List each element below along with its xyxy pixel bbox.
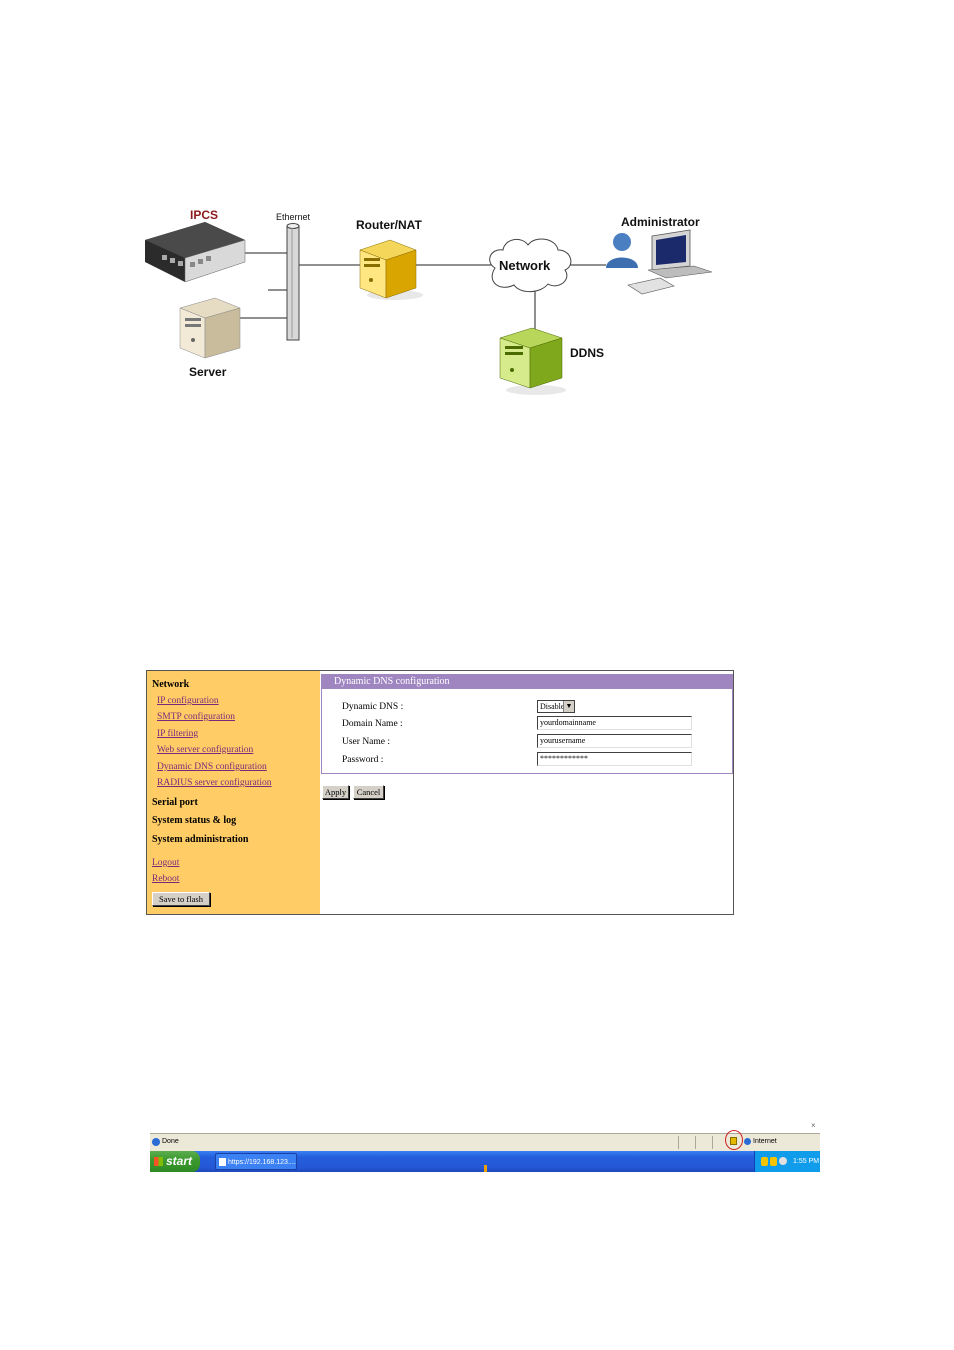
sidebar-heading-serial-port[interactable]: Serial port <box>152 797 198 808</box>
ipcs-label: IPCS <box>190 208 218 222</box>
save-to-flash-button[interactable]: Save to flash <box>152 892 210 906</box>
status-text: Done <box>162 1138 179 1145</box>
sidebar-link-ip-filtering[interactable]: IP filtering <box>157 729 198 739</box>
user-name-label: User Name : <box>342 737 390 747</box>
user-name-input[interactable]: yourusername <box>537 734 692 748</box>
security-shield-icon[interactable] <box>761 1157 768 1166</box>
administrator-icon <box>606 230 712 294</box>
sidebar-link-smtp-configuration[interactable]: SMTP configuration <box>157 712 235 722</box>
server-label: Server <box>189 365 226 379</box>
dynamic-dns-label: Dynamic DNS : <box>342 702 403 712</box>
cancel-button[interactable]: Cancel <box>353 785 384 799</box>
network-diagram: IPCS Ethernet Router/NAT Network Adminis… <box>0 0 954 420</box>
windows-logo-icon <box>154 1157 163 1166</box>
sidebar: Network IP configuration SMTP configurat… <box>147 671 320 914</box>
taskbar-marker <box>484 1165 487 1172</box>
diagram-graphics <box>0 0 954 420</box>
ddns-server-icon <box>500 328 566 395</box>
password-input[interactable]: ************ <box>537 752 692 766</box>
system-tray: 1:55 PM <box>754 1151 820 1172</box>
status-divider <box>695 1136 696 1149</box>
chevron-down-icon[interactable]: ▼ <box>563 701 574 712</box>
taskbar-window-button[interactable]: https://192.168.123.... <box>215 1153 297 1170</box>
ie-window-icon <box>219 1158 226 1166</box>
sidebar-heading-system-administration[interactable]: System administration <box>152 834 248 845</box>
sidebar-link-web-server-configuration[interactable]: Web server configuration <box>157 745 253 755</box>
domain-name-label: Domain Name : <box>342 719 403 729</box>
taskbar-window-label: https://192.168.123.... <box>228 1159 296 1166</box>
logout-link[interactable]: Logout <box>152 858 179 868</box>
password-label: Password : <box>342 755 383 765</box>
network-tray-icon[interactable] <box>779 1157 787 1165</box>
ddns-label: DDNS <box>570 346 604 360</box>
sidebar-link-radius-server-configuration[interactable]: RADIUS server configuration <box>157 778 272 788</box>
router-icon <box>360 240 423 300</box>
ethernet-bus-icon <box>287 224 299 341</box>
apply-button[interactable]: Apply <box>322 785 349 799</box>
domain-name-input[interactable]: yourdomainname <box>537 716 692 730</box>
reboot-link[interactable]: Reboot <box>152 874 179 884</box>
status-divider <box>712 1136 713 1149</box>
zone-text: Internet <box>753 1138 777 1145</box>
ddns-config-panel: Dynamic DNS configuration Dynamic DNS : … <box>321 674 733 774</box>
status-divider <box>678 1136 679 1149</box>
ethernet-label: Ethernet <box>276 212 310 222</box>
dynamic-dns-select-value: Disable <box>540 702 564 711</box>
ie-page-icon <box>152 1138 160 1146</box>
sidebar-heading-system-status[interactable]: System status & log <box>152 815 236 826</box>
administrator-label: Administrator <box>621 215 700 229</box>
ipcs-device-icon <box>145 222 245 282</box>
lock-icon[interactable] <box>730 1137 737 1145</box>
taskbar: start https://192.168.123.... 1:55 PM <box>150 1151 820 1172</box>
sidebar-heading-network[interactable]: Network <box>152 679 189 690</box>
router-label: Router/NAT <box>356 218 422 232</box>
security-shield-icon[interactable] <box>770 1157 777 1166</box>
browser-status-bar: Done Internet <box>150 1133 820 1151</box>
network-label: Network <box>499 258 550 273</box>
start-label: start <box>166 1154 192 1168</box>
sidebar-link-ip-configuration[interactable]: IP configuration <box>157 696 219 706</box>
resize-grip-icon[interactable]: × <box>811 1121 816 1130</box>
ddns-config-page: Network IP configuration SMTP configurat… <box>146 670 734 915</box>
start-button[interactable]: start <box>150 1151 200 1172</box>
dynamic-dns-select[interactable]: Disable ▼ <box>537 700 575 713</box>
internet-zone-icon <box>744 1138 751 1145</box>
clock[interactable]: 1:55 PM <box>793 1151 819 1172</box>
panel-title: Dynamic DNS configuration <box>322 675 732 689</box>
sidebar-link-dynamic-dns-configuration[interactable]: Dynamic DNS configuration <box>157 762 267 772</box>
server-icon <box>180 298 240 358</box>
